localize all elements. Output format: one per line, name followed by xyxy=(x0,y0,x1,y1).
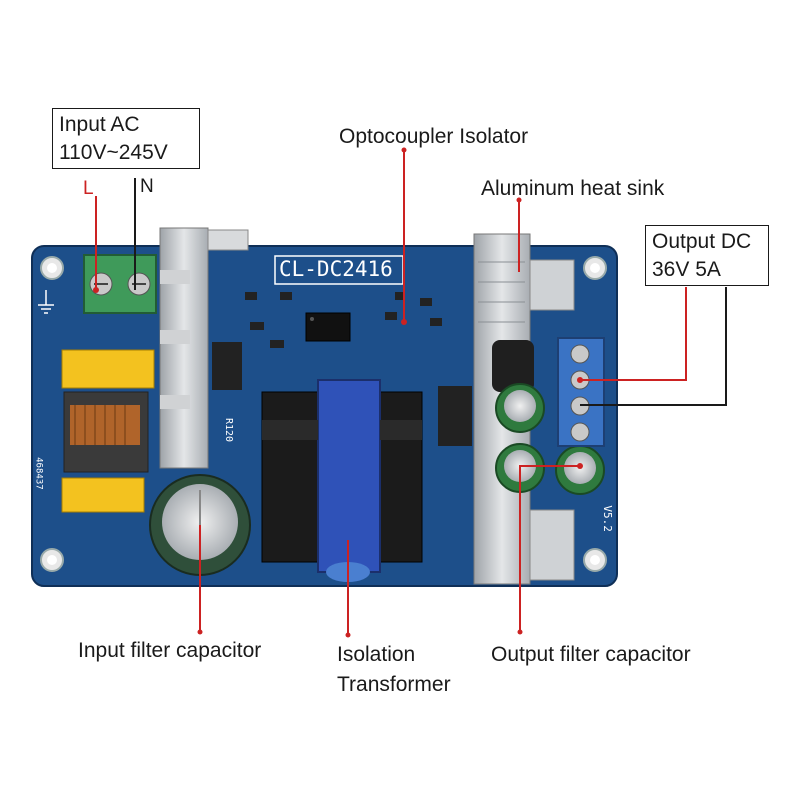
output-dc-rating: 36V 5A xyxy=(652,257,721,281)
output-cap-label: Output filter capacitor xyxy=(491,643,691,666)
common-mode-choke xyxy=(63,391,149,473)
output-terminal-block xyxy=(557,337,605,447)
isolation-transformer-body xyxy=(261,379,423,573)
output-cap-leader-line xyxy=(517,463,583,635)
input-ac-title: Input AC xyxy=(59,113,140,136)
optocoupler-label: Optocoupler Isolator xyxy=(339,125,529,148)
heat-sink-leader-line xyxy=(516,197,522,272)
terminal-live-label: L xyxy=(83,178,94,199)
ground-symbol xyxy=(38,290,54,314)
mounting-holes xyxy=(40,256,607,572)
silkscreen-resistor: R120 xyxy=(223,417,235,443)
input-cap-label: Input filter capacitor xyxy=(78,639,262,662)
output-dc-leader-lines xyxy=(577,287,727,406)
silkscreen-version: V5.2 xyxy=(600,505,614,532)
rectifier-diode xyxy=(438,386,472,446)
transformer-leader-line xyxy=(345,540,351,638)
x-capacitor-top xyxy=(61,349,155,389)
x-capacitor-bottom xyxy=(61,477,145,513)
output-capacitors xyxy=(495,383,605,495)
heat-sink-label: Aluminum heat sink xyxy=(481,177,665,200)
optocoupler-leader-line xyxy=(401,147,407,325)
silkscreen-model: CL-DC2416 xyxy=(279,257,393,281)
input-ac-label-box: Input AC 110V~245V xyxy=(52,108,200,170)
left-heat-sink xyxy=(159,227,249,469)
input-ac-leader-lines xyxy=(93,178,136,293)
mosfet xyxy=(212,342,242,390)
transformer-label-line1: Isolation xyxy=(337,643,416,666)
input-ac-range: 110V~245V xyxy=(59,140,168,164)
input-terminal-block xyxy=(83,254,157,314)
output-dc-title: Output DC xyxy=(652,230,752,253)
terminal-neutral-label: N xyxy=(140,176,154,197)
transformer-label-line2: Transformer xyxy=(337,673,451,696)
output-dc-label-box: Output DC 36V 5A xyxy=(645,225,769,287)
smd-components xyxy=(245,292,442,348)
input-cap-leader-line xyxy=(197,525,203,635)
inductor xyxy=(492,340,534,392)
silkscreen-code: 468437 xyxy=(33,457,44,490)
